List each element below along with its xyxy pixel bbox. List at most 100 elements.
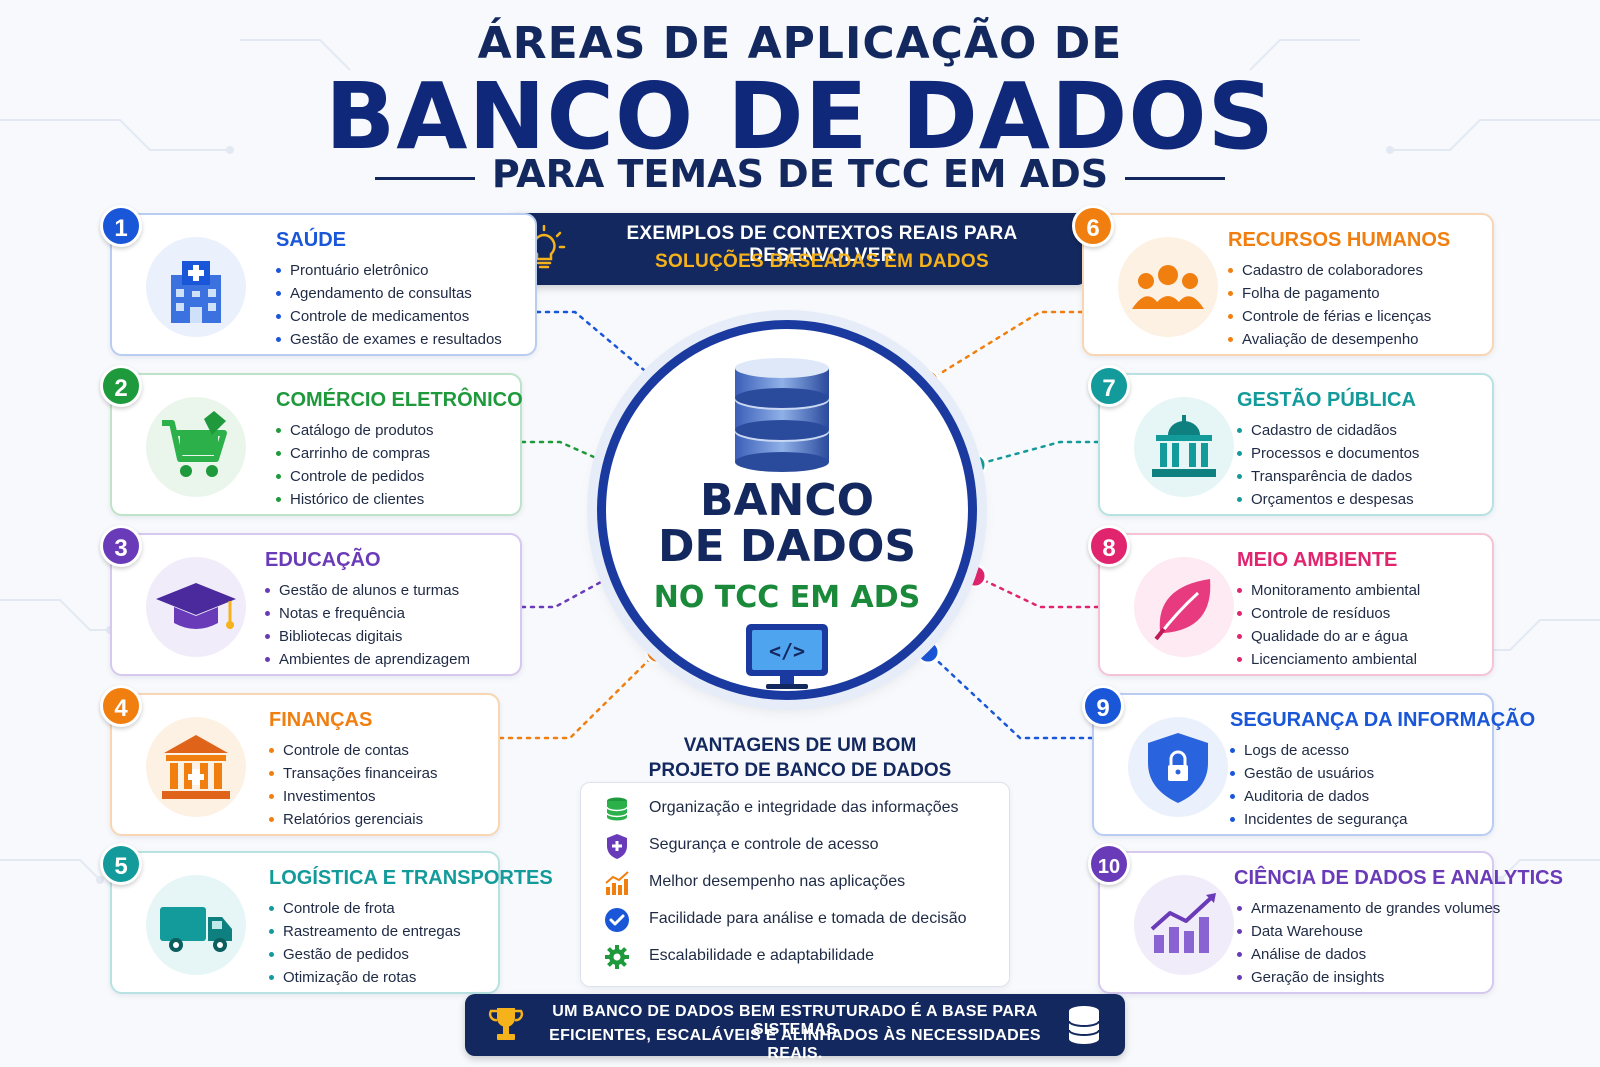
- graduation-cap-icon: [146, 557, 246, 657]
- bar-chart-icon: [1134, 875, 1234, 975]
- card-list: Controle de frota Rastreamento de entreg…: [269, 897, 461, 989]
- card-title: SAÚDE: [276, 229, 347, 251]
- card-number: 5: [100, 843, 142, 885]
- list-item: Controle de frota: [269, 897, 461, 920]
- gear-icon: [605, 945, 629, 969]
- page-title: BANCO DE DADOS: [325, 63, 1275, 170]
- card-educacao: 3 EDUCAÇÃO Gestão de alunos e turmas Not…: [100, 525, 522, 676]
- card-number: 1: [100, 205, 142, 247]
- card-title: LOGÍSTICA E TRANSPORTES: [269, 867, 553, 889]
- card-financas: 4 FINANÇAS Controle de contas Transações…: [100, 685, 500, 836]
- advantage-label: Melhor desempenho nas aplicações: [649, 873, 906, 890]
- card-gestao-publica: 7 GESTÃO PÚBLICA Cadastro de cidadãos Pr…: [1088, 365, 1494, 516]
- context-banner: EXEMPLOS DE CONTEXTOS REAIS PARA DESENVO…: [507, 213, 1087, 285]
- advantages-title-line-1: VANTAGENS DE UM BOM: [683, 735, 917, 756]
- list-item: Prontuário eletrônico: [276, 259, 502, 282]
- list-item: Incidentes de segurança: [1230, 808, 1407, 831]
- list-item: Investimentos: [269, 785, 438, 808]
- list-item: Gestão de alunos e turmas: [265, 579, 470, 602]
- list-item: Notas e frequência: [265, 602, 470, 625]
- growth-chart-icon: [605, 871, 629, 895]
- card-number: 10: [1088, 843, 1130, 885]
- card-number: 4: [100, 685, 142, 727]
- card-list: Controle de contas Transações financeira…: [269, 739, 438, 831]
- list-item: Controle de pedidos: [276, 465, 433, 488]
- card-comercio-eletronico: 2 COMÉRCIO ELETRÔNICO Catálogo de produt…: [100, 365, 523, 516]
- list-item: Geração de insights: [1237, 966, 1500, 989]
- advantages-title-line-2: PROJETO DE BANCO DE DADOS: [648, 760, 952, 781]
- footer-line-1: UM BANCO DE DADOS BEM ESTRUTURADO É A BA…: [552, 1003, 1038, 1038]
- list-item: Agendamento de consultas: [276, 282, 502, 305]
- card-list: Cadastro de cidadãos Processos e documen…: [1237, 419, 1419, 511]
- footer-line-2: EFICIENTES, ESCALÁVEIS E ALINHADOS ÀS NE…: [549, 1027, 1041, 1062]
- card-logistica: 5 LOGÍSTICA E TRANSPORTES Controle de fr…: [100, 843, 553, 994]
- bank-icon: [146, 717, 246, 817]
- svg-text:</>: </>: [769, 639, 805, 663]
- list-item: Controle de resíduos: [1237, 602, 1420, 625]
- list-item: Catálogo de produtos: [276, 419, 433, 442]
- database-icon: [606, 797, 628, 821]
- card-number: 6: [1072, 205, 1114, 247]
- list-item: Otimização de rotas: [269, 966, 461, 989]
- list-item: Armazenamento de grandes volumes: [1237, 897, 1500, 920]
- advantage-label: Escalabilidade e adaptabilidade: [649, 947, 875, 964]
- center-title-line-1: BANCO: [699, 475, 875, 526]
- list-item: Análise de dados: [1237, 943, 1500, 966]
- list-item: Controle de contas: [269, 739, 438, 762]
- list-item: Transparência de dados: [1237, 465, 1419, 488]
- shopping-cart-icon: [146, 397, 246, 497]
- list-item: Gestão de pedidos: [269, 943, 461, 966]
- list-item: Orçamentos e despesas: [1237, 488, 1419, 511]
- list-item: Processos e documentos: [1237, 442, 1419, 465]
- advantages-list: Organização e integridade das informaçõe…: [580, 782, 1010, 987]
- list-item: Cadastro de cidadãos: [1237, 419, 1419, 442]
- card-list: Armazenamento de grandes volumes Data Wa…: [1237, 897, 1500, 989]
- list-item: Logs de acesso: [1230, 739, 1407, 762]
- list-item: Cadastro de colaboradores: [1228, 259, 1431, 282]
- government-building-icon: [1134, 397, 1234, 497]
- card-title: CIÊNCIA DE DADOS E ANALYTICS: [1234, 867, 1563, 889]
- card-number: 3: [100, 525, 142, 567]
- card-list: Monitoramento ambiental Controle de resí…: [1237, 579, 1420, 671]
- list-item: Qualidade do ar e água: [1237, 625, 1420, 648]
- center-subtitle: NO TCC EM ADS: [653, 580, 921, 615]
- list-item: Avaliação de desempenho: [1228, 328, 1431, 351]
- list-item: Histórico de clientes: [276, 488, 433, 511]
- people-icon: [1118, 237, 1218, 337]
- banner-line-2: SOLUÇÕES BASEADAS EM DADOS: [654, 251, 989, 272]
- card-title: MEIO AMBIENTE: [1237, 549, 1398, 571]
- card-number: 9: [1082, 685, 1124, 727]
- check-circle-icon: [605, 908, 629, 932]
- center-title-line-2: DE DADOS: [657, 521, 917, 572]
- footer-banner: UM BANCO DE DADOS BEM ESTRUTURADO É A BA…: [465, 994, 1125, 1062]
- advantages-title: VANTAGENS DE UM BOM PROJETO DE BANCO DE …: [590, 733, 1010, 783]
- trophy-icon: [488, 1008, 524, 1040]
- list-item: Controle de medicamentos: [276, 305, 502, 328]
- list-item: Folha de pagamento: [1228, 282, 1431, 305]
- card-number: 7: [1088, 365, 1130, 407]
- card-title: COMÉRCIO ELETRÔNICO: [276, 389, 523, 411]
- card-ciencia-de-dados: 10 CIÊNCIA DE DADOS E ANALYTICS Armazena…: [1088, 843, 1563, 994]
- card-meio-ambiente: 8 MEIO AMBIENTE Monitoramento ambiental …: [1088, 525, 1494, 676]
- card-list: Cadastro de colaboradores Folha de pagam…: [1228, 259, 1431, 351]
- card-list: Gestão de alunos e turmas Notas e frequê…: [265, 579, 470, 671]
- list-item: Transações financeiras: [269, 762, 438, 785]
- database-icon: [735, 358, 829, 472]
- list-item: Licenciamento ambiental: [1237, 648, 1420, 671]
- banner-line-1: EXEMPLOS DE CONTEXTOS REAIS PARA DESENVO…: [626, 223, 1018, 266]
- card-title: RECURSOS HUMANOS: [1228, 229, 1451, 251]
- card-recursos-humanos: 6 RECURSOS HUMANOS Cadastro de colaborad…: [1072, 205, 1494, 356]
- card-number: 2: [100, 365, 142, 407]
- code-monitor-icon: </>: [746, 624, 828, 689]
- truck-icon: [146, 875, 246, 975]
- list-item: Ambientes de aprendizagem: [265, 648, 470, 671]
- leaf-icon: [1134, 557, 1234, 657]
- title-divider-right: [1125, 177, 1225, 180]
- list-item: Bibliotecas digitais: [265, 625, 470, 648]
- list-item: Carrinho de compras: [276, 442, 433, 465]
- advantage-label: Segurança e controle de acesso: [649, 836, 879, 853]
- list-item: Gestão de exames e resultados: [276, 328, 502, 351]
- list-item: Auditoria de dados: [1230, 785, 1407, 808]
- card-number: 8: [1088, 525, 1130, 567]
- card-seguranca-informacao: 9 SEGURANÇA DA INFORMAÇÃO Logs de acesso…: [1082, 685, 1535, 836]
